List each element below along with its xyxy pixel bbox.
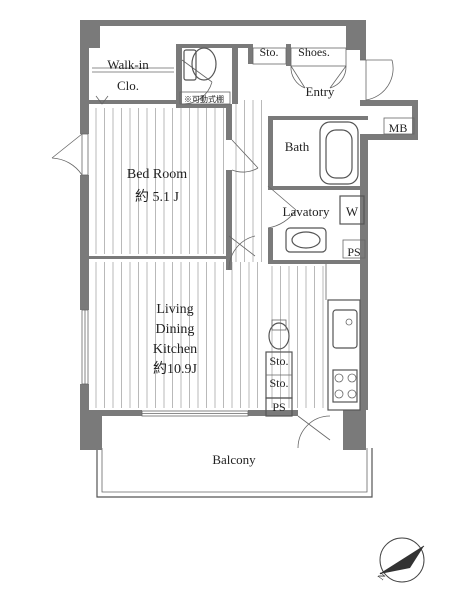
- bedroom-floor-hatch: [95, 108, 224, 254]
- bathroom-fixtures: [285, 121, 366, 259]
- mb-box: [383, 117, 415, 135]
- doors: [51, 59, 394, 449]
- compass: [379, 537, 425, 583]
- mb-label: MB: [389, 121, 408, 135]
- exterior-walls: [80, 20, 418, 450]
- shoes-label: Shoes.: [298, 45, 330, 59]
- living-size-label: 約10.9J: [153, 361, 197, 377]
- closet-fixtures: [92, 47, 347, 105]
- storage-top-label: Sto.: [259, 45, 278, 59]
- living-label-1: Living: [156, 302, 193, 317]
- movable-shelf-label: ※可動式棚: [184, 94, 224, 104]
- bath-label: Bath: [285, 139, 310, 154]
- living-label-2: Dining: [156, 322, 195, 337]
- hallway-floor-hatch: [235, 100, 262, 262]
- ps-upper-label: PS: [347, 245, 360, 259]
- living-floor-hatch: [95, 262, 258, 408]
- ps-lower-label: PS: [272, 400, 285, 414]
- room-labels: Walk-in Clo. ※可動式棚 Sto. Shoes. Entry MB …: [107, 45, 407, 582]
- toilet: [183, 47, 217, 81]
- bedroom-size-label: 約 5.1 J: [135, 189, 179, 205]
- bedroom-name-label: Bed Room: [127, 167, 187, 182]
- windows: [81, 133, 249, 417]
- lower-storage: [265, 319, 293, 417]
- balcony-label: Balcony: [212, 452, 256, 467]
- lavatory-label: Lavatory: [283, 204, 330, 219]
- washer-label: W: [346, 204, 359, 219]
- walkin-label-1: Walk-in: [107, 57, 149, 72]
- compass-north-label: N: [376, 570, 388, 581]
- sto-a-label: Sto.: [269, 354, 288, 368]
- walkin-label-2: Clo.: [117, 78, 139, 93]
- living-label-3: Kitchen: [153, 342, 197, 357]
- balcony-outline: [96, 448, 373, 498]
- interior-walls: [89, 44, 368, 270]
- sto-b-label: Sto.: [269, 376, 288, 390]
- kitchen-counter: [325, 264, 361, 411]
- entry-label: Entry: [306, 84, 335, 99]
